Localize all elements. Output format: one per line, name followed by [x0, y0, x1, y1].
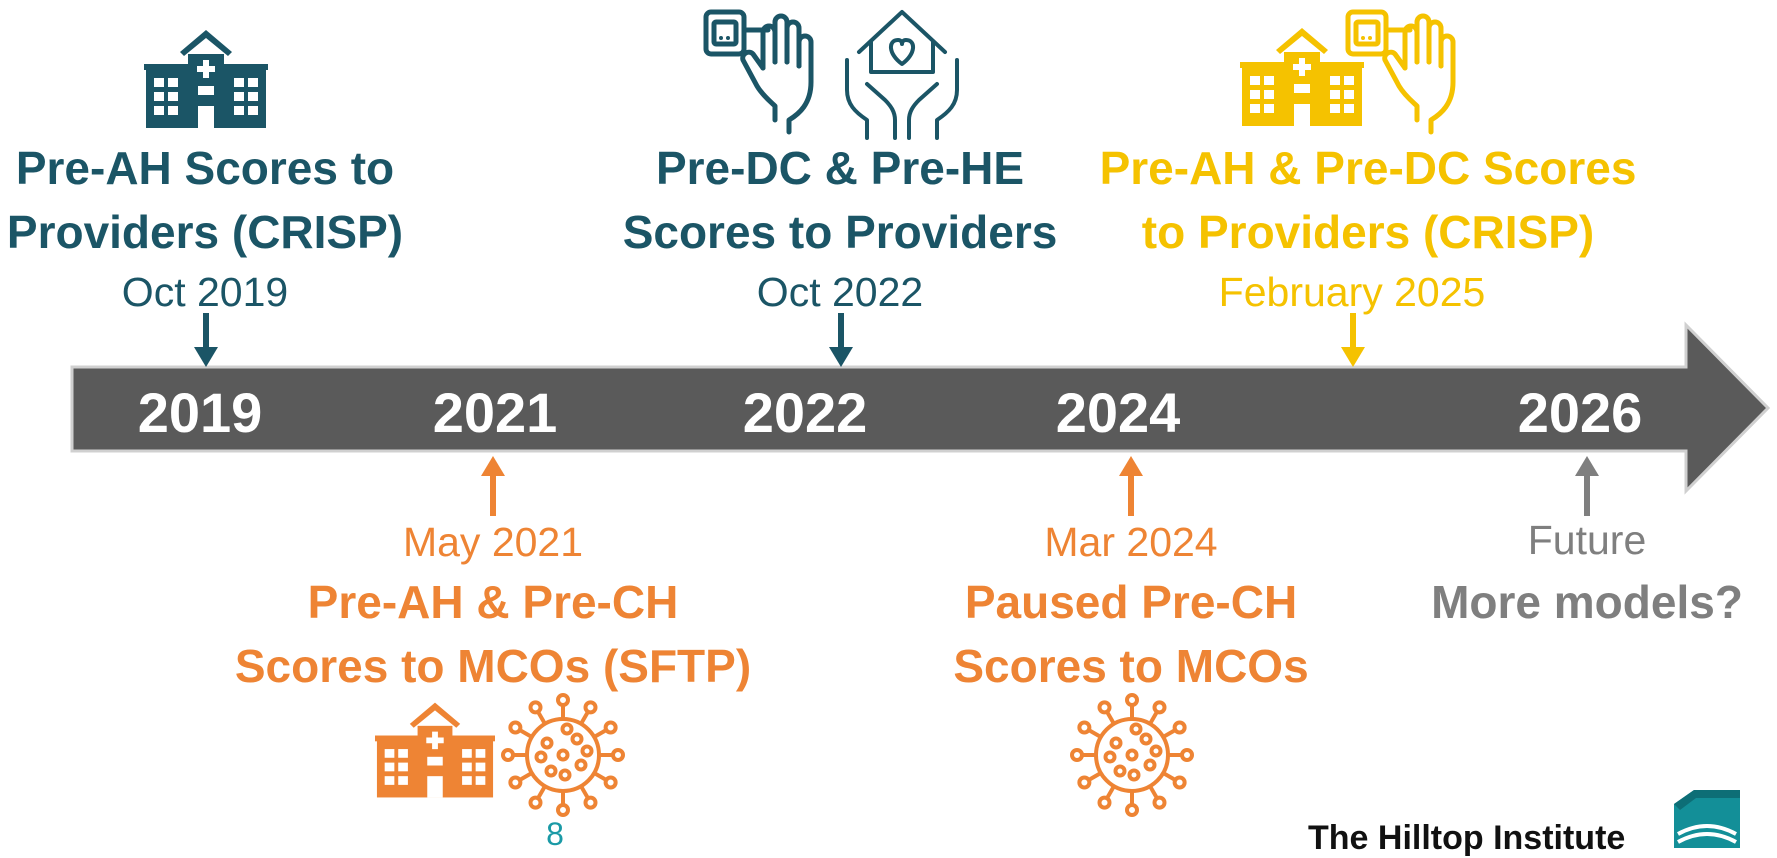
up-arrow-icon [1575, 456, 1599, 516]
event-title: Providers (CRISP) [6, 206, 404, 258]
event-title: Scores to MCOs (SFTP) [234, 640, 752, 692]
page-number: 8 [546, 816, 564, 852]
hands-house-heart-icon [845, 10, 959, 140]
down-arrow-icon [1341, 313, 1365, 367]
year-label: 2019 [137, 381, 263, 444]
event-title: Scores to Providers [622, 206, 1058, 258]
down-arrow-icon [829, 313, 853, 367]
event-date: February 2025 [1218, 269, 1486, 315]
event-title: Pre-AH & Pre-CH [307, 576, 679, 628]
event-date: Mar 2024 [1044, 519, 1218, 565]
event-title: Pre-DC & Pre-HE [655, 142, 1025, 194]
logo-text: The Hilltop Institute [1308, 819, 1626, 857]
hospital-icon [144, 30, 268, 128]
year-label: 2024 [1055, 381, 1181, 444]
year-label: 2022 [742, 381, 868, 444]
event-title: Pre-AH & Pre-DC Scores [1099, 142, 1637, 194]
up-arrow-icon [481, 456, 505, 516]
event-date: Future [1527, 517, 1647, 563]
hand-key-icon [703, 9, 814, 135]
event-date: Oct 2022 [756, 269, 924, 315]
hospital-icon [375, 702, 495, 798]
event-title: to Providers (CRISP) [1141, 206, 1595, 258]
year-label: 2021 [432, 381, 558, 444]
virus-icon [501, 693, 625, 817]
hand-key-icon [1345, 9, 1456, 135]
event-title: Pre-AH Scores to [15, 142, 395, 194]
hospital-icon [1240, 28, 1364, 126]
up-arrow-icon [1119, 456, 1143, 516]
event-title: Scores to MCOs [953, 640, 1309, 692]
event-title: More models? [1431, 576, 1743, 628]
event-date: Oct 2019 [121, 269, 289, 315]
hilltop-logo-icon [1674, 790, 1740, 848]
year-label: 2026 [1517, 381, 1643, 444]
down-arrow-icon [194, 313, 218, 367]
event-title: Paused Pre-CH [964, 576, 1298, 628]
event-date: May 2021 [402, 519, 584, 565]
virus-icon [1070, 693, 1194, 817]
